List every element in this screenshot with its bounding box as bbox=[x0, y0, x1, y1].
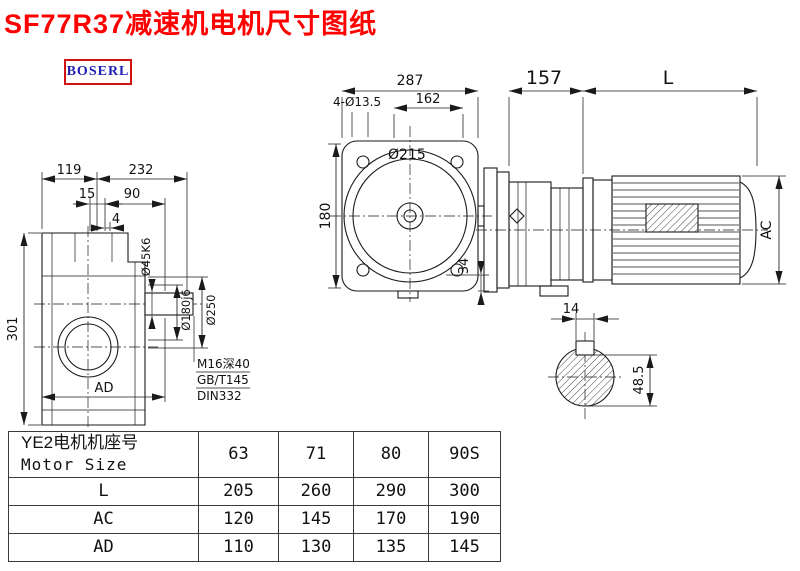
table-cell-frame-71: 71 bbox=[278, 431, 354, 478]
gearbox-housing-outline bbox=[41, 232, 146, 426]
mounting-hole bbox=[450, 263, 464, 277]
table-row-AD: AD 110 130 135 145 bbox=[8, 532, 501, 562]
table-row-AC: AC 120 145 170 190 bbox=[8, 504, 501, 534]
dim-162: 162 bbox=[416, 92, 441, 107]
row-label-AC: AC bbox=[8, 504, 199, 534]
note-m16: M16深40 bbox=[197, 357, 250, 371]
motor-size-table: YE2电机机座号 Motor Size 63 71 80 90S L 205 2… bbox=[8, 431, 501, 562]
table-cell: 290 bbox=[353, 476, 429, 506]
dim-45k6: Ø45K6 bbox=[139, 238, 153, 277]
table-cell-frame-80: 80 bbox=[353, 431, 429, 478]
shaft-section-view: 14 48.5 bbox=[548, 302, 657, 420]
input-bore-circle bbox=[396, 202, 424, 230]
row-label-AD: AD bbox=[8, 532, 199, 562]
shaft-section-circle bbox=[555, 347, 615, 407]
table-header-row: YE2电机机座号 Motor Size 63 71 80 90S bbox=[8, 431, 501, 478]
oil-plug-diamond bbox=[509, 208, 525, 224]
note-din332: DIN332 bbox=[197, 389, 242, 403]
dim-AD: AD bbox=[95, 381, 114, 396]
note-gbt145: GB/T145 bbox=[197, 373, 249, 387]
motor-size-label-en: Motor Size bbox=[21, 454, 128, 474]
dim-4: 4 bbox=[112, 212, 120, 227]
table-cell: 170 bbox=[353, 504, 429, 534]
dim-157: 157 bbox=[526, 67, 562, 89]
technical-drawing: 287 162 4-Ø13.5 Ø215 180 34 bbox=[6, 67, 786, 430]
table-cell-frame-63: 63 bbox=[198, 431, 279, 478]
dim-L: L bbox=[663, 67, 674, 89]
row-label-L: L bbox=[8, 476, 199, 506]
dim-90: 90 bbox=[124, 187, 141, 202]
output-bore-circle bbox=[57, 316, 119, 378]
table-row-L: L 205 260 290 300 bbox=[8, 476, 501, 506]
dim-14: 14 bbox=[563, 302, 580, 317]
output-shaft bbox=[144, 292, 194, 316]
motor-size-label-cn: YE2电机机座号 bbox=[21, 433, 139, 452]
dim-215: Ø215 bbox=[388, 147, 426, 163]
table-cell: 260 bbox=[278, 476, 354, 506]
dim-34: 34 bbox=[457, 258, 472, 275]
table-cell: 120 bbox=[198, 504, 279, 534]
dim-250: Ø250 bbox=[204, 294, 218, 325]
dim-holes: 4-Ø13.5 bbox=[333, 95, 381, 109]
flange-outer-circle bbox=[343, 149, 477, 283]
mounting-hole bbox=[450, 155, 464, 169]
table-cell-frame-90s: 90S bbox=[428, 431, 501, 478]
dim-15: 15 bbox=[79, 187, 96, 202]
brand-logo: BOSERL bbox=[64, 59, 132, 85]
dim-AC: AC bbox=[759, 220, 775, 239]
drain-plug bbox=[397, 290, 419, 299]
dim-48-5: 48.5 bbox=[632, 366, 647, 395]
mounting-hole bbox=[356, 155, 370, 169]
dim-301: 301 bbox=[6, 317, 21, 342]
terminal-box bbox=[645, 203, 699, 233]
table-cell: 145 bbox=[428, 532, 501, 562]
brand-name: BOSERL bbox=[66, 64, 130, 79]
table-cell: 110 bbox=[198, 532, 279, 562]
dim-119: 119 bbox=[57, 163, 82, 178]
dim-287: 287 bbox=[397, 73, 424, 89]
dim-180j6: Ø180j6 bbox=[179, 289, 193, 331]
keyway-slot bbox=[575, 340, 595, 356]
fan-cover bbox=[739, 181, 757, 279]
table-cell: 300 bbox=[428, 476, 501, 506]
page-title: SF77R37减速机电机尺寸图纸 bbox=[4, 9, 378, 39]
left-view: 119 232 15 90 4 301 AD Ø45K6 Ø180j6 bbox=[6, 163, 250, 430]
table-cell: 130 bbox=[278, 532, 354, 562]
dim-232: 232 bbox=[129, 163, 154, 178]
table-cell: 145 bbox=[278, 504, 354, 534]
flange-spigot-circle bbox=[352, 158, 468, 274]
dim-180: 180 bbox=[318, 203, 334, 230]
table-cell: 135 bbox=[353, 532, 429, 562]
table-cell: 190 bbox=[428, 504, 501, 534]
front-view: 287 162 4-Ø13.5 Ø215 180 34 bbox=[318, 73, 492, 305]
table-cell: 205 bbox=[198, 476, 279, 506]
gear-housing bbox=[508, 181, 552, 287]
side-view: 157 L AC bbox=[476, 67, 786, 297]
motor-body bbox=[611, 175, 741, 285]
table-header-label: YE2电机机座号 Motor Size bbox=[8, 431, 199, 478]
mounting-hole bbox=[356, 263, 370, 277]
